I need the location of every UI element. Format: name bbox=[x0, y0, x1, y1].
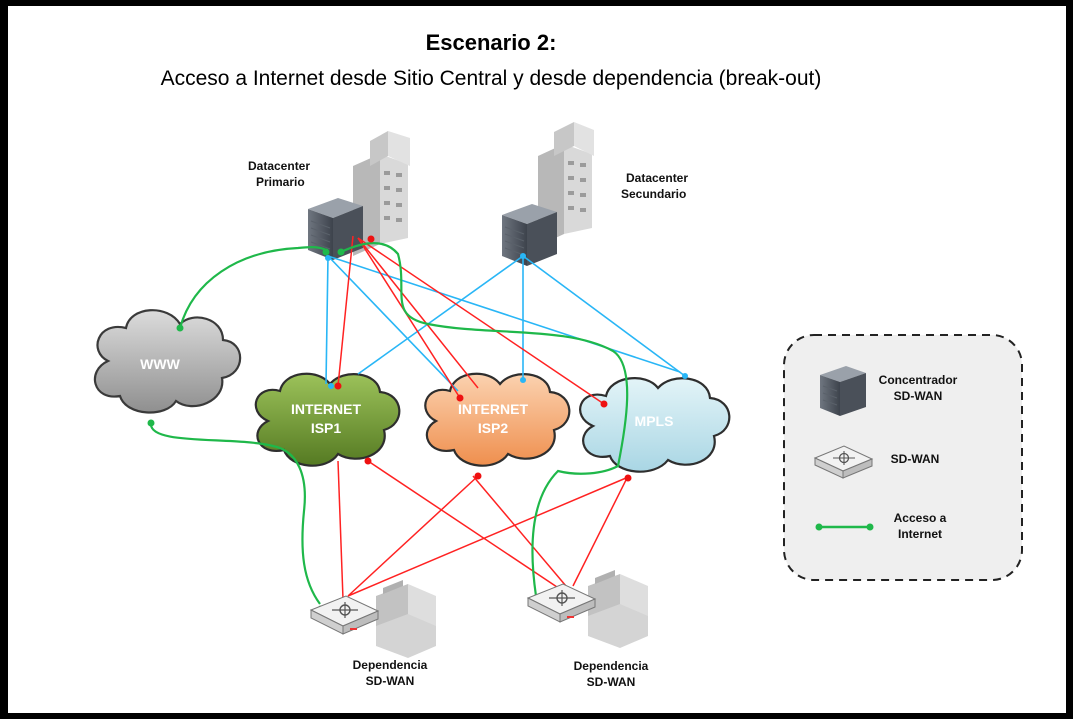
legend-concentrator-label: Concentrador bbox=[879, 373, 958, 387]
cloud-isp1-label: INTERNET bbox=[291, 401, 361, 417]
branch-left-building bbox=[376, 580, 436, 658]
cloud-isp2-label-2: ISP2 bbox=[478, 420, 509, 436]
concentrator-primary-icon bbox=[308, 198, 363, 260]
legend-sdwan-icon bbox=[813, 445, 874, 479]
diagram-page: Escenario 2: Acceso a Internet desde Sit… bbox=[8, 6, 1066, 713]
green-links bbox=[149, 242, 629, 605]
diagram-subtitle: Acceso a Internet desde Sitio Central y … bbox=[161, 67, 822, 90]
cloud-mpls: MPLS bbox=[579, 377, 731, 473]
cloud-isp2: INTERNET ISP2 bbox=[424, 372, 571, 467]
legend-concentrator-label-2: SD-WAN bbox=[894, 389, 943, 403]
legend-internet-access-label-2: Internet bbox=[898, 527, 942, 541]
sdwan-left-icon bbox=[309, 595, 380, 635]
network-diagram: Escenario 2: Acceso a Internet desde Sit… bbox=[93, 30, 1023, 689]
cloud-www-label: WWW bbox=[140, 356, 180, 372]
blue-links bbox=[325, 255, 686, 392]
cloud-isp1-label-2: ISP1 bbox=[311, 420, 342, 436]
concentrator-secondary-icon bbox=[502, 204, 557, 266]
legend: Concentrador SD-WAN SD-WAN Acceso a Inte… bbox=[783, 334, 1023, 581]
branch-left-label: Dependencia bbox=[353, 658, 428, 672]
legend-internet-access-line bbox=[815, 523, 874, 531]
datacenter-secondary-label: Datacenter bbox=[626, 171, 688, 185]
red-links bbox=[337, 235, 629, 600]
cloud-isp2-label: INTERNET bbox=[458, 401, 528, 417]
datacenter-primary-label: Datacenter bbox=[248, 159, 310, 173]
datacenter-secondary-building bbox=[538, 122, 594, 246]
branch-right-building bbox=[588, 570, 648, 648]
datacenter-primary-label-2: Primario bbox=[256, 175, 305, 189]
legend-internet-access-label: Acceso a bbox=[894, 511, 947, 525]
diagram-title: Escenario 2: bbox=[426, 30, 557, 55]
legend-concentrator-icon bbox=[820, 366, 866, 416]
cloud-www: WWW bbox=[93, 309, 242, 414]
datacenter-secondary-label-2: Secundario bbox=[621, 187, 686, 201]
branch-left-label-2: SD-WAN bbox=[366, 674, 415, 688]
cloud-isp1: INTERNET ISP1 bbox=[254, 372, 401, 467]
branch-right-label: Dependencia bbox=[574, 659, 649, 673]
branch-right-label-2: SD-WAN bbox=[587, 675, 636, 689]
cloud-mpls-label: MPLS bbox=[635, 413, 674, 429]
legend-sdwan-label: SD-WAN bbox=[891, 452, 940, 466]
sdwan-right-icon bbox=[526, 583, 597, 623]
